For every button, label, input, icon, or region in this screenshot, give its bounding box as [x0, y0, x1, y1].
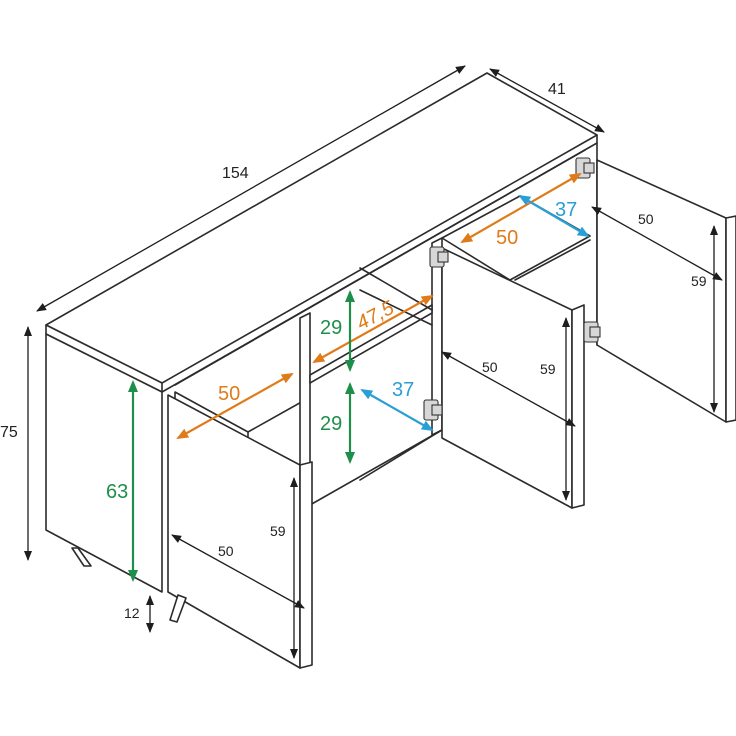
width-dimension-label: 154: [222, 165, 249, 182]
hinge-icon: [583, 321, 601, 343]
leg-left-back: [71, 547, 92, 567]
overall-dimensions: 154 41 75 12: [0, 65, 605, 633]
middle-door-width-label: 50: [482, 359, 498, 375]
left-compartment-back-line: [247, 399, 306, 433]
center-floor-back-line: [359, 429, 443, 481]
right-door-width-label: 50: [638, 211, 654, 227]
right-door-height-label: 59: [691, 273, 707, 289]
center-compartment-width-line: [312, 295, 434, 363]
right-door-edge: [725, 215, 736, 423]
depth-dimension-label: 41: [548, 81, 566, 98]
right-compartment-width-label: 50: [496, 227, 518, 249]
right-compartment-depth-line: [518, 194, 590, 238]
center-top-back-line: [359, 267, 433, 311]
right-door-panel: [596, 159, 727, 423]
left-compartment-width-label: 50: [218, 383, 240, 405]
right-compartment-floor: [514, 239, 591, 281]
center-upper-height-label: 29: [320, 317, 342, 339]
left-door-edge: [299, 461, 313, 669]
center-compartment-depth-label: 37: [392, 379, 414, 401]
left-door-width-label: 50: [218, 543, 234, 559]
side-height-dimension-label: 63: [106, 481, 128, 503]
left-compartment-width-line: [176, 373, 294, 439]
left-door-width-line: [171, 534, 305, 609]
left-door-height-label: 59: [270, 523, 286, 539]
middle-door-height-label: 59: [540, 361, 556, 377]
middle-door-panel: [441, 247, 573, 509]
leg-left-front: [169, 594, 187, 623]
door-dimensions: 50 59 50 59 50 59: [171, 206, 723, 659]
right-door-width-line: [591, 206, 723, 281]
center-compartment-depth-line: [360, 389, 434, 431]
middle-door-edge: [571, 304, 585, 509]
depth-dimension-line: [489, 68, 605, 133]
center-lower-height-label: 29: [320, 413, 342, 435]
hinge-icon: [575, 157, 595, 179]
height-dimension-label: 75: [0, 424, 18, 441]
middle-door-width-line: [441, 351, 576, 427]
width-dimension-line: [36, 65, 466, 312]
right-compartment-depth-label: 37: [555, 199, 577, 221]
leg-height-dimension-label: 12: [124, 605, 140, 621]
